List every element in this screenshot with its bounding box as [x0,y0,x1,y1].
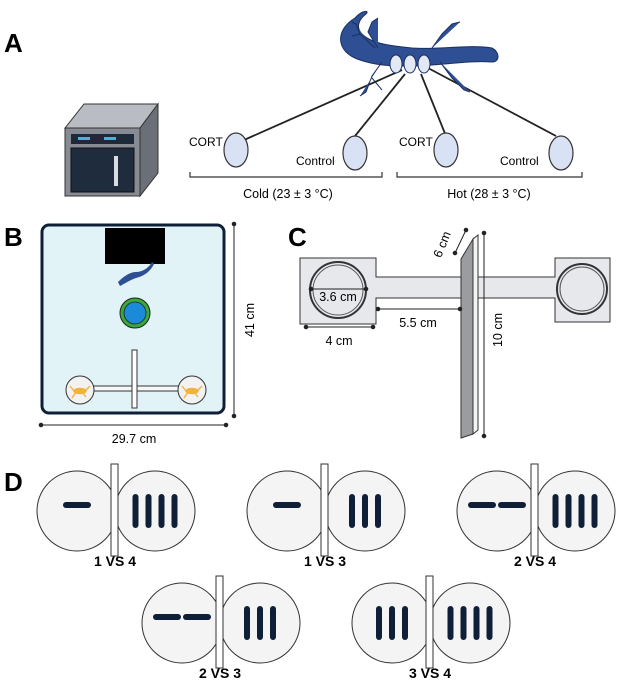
comparison-label: 2 VS 4 [514,553,556,569]
egg-control-hot [548,135,574,171]
divider-wall [320,463,329,557]
arena-height-label: 41 cm [243,303,257,337]
egg-label-control-hot: Control [500,154,539,168]
comparison-4: 2 VS 3 [141,575,301,681]
panel-b-letter: B [4,222,23,252]
connector-lines [243,67,557,141]
egg-cort-hot [433,132,459,168]
dimension-c-side [303,324,376,330]
arena-width-label: 29.7 cm [112,432,156,446]
panel-a-letter: A [4,28,23,58]
comparison-1: 1 VS 4 [36,463,196,569]
egg-label-cort-cold: CORT [189,135,223,149]
group-brackets [189,172,583,178]
arena-right [429,582,511,664]
dimension-b-height [231,221,237,419]
dimension-c-wall-length [481,230,487,439]
egg-control-cold [342,135,368,171]
comparison-2: 1 VS 3 [246,463,406,569]
choice-apparatus-c [299,233,611,439]
comparison-3: 2 VS 4 [456,463,616,569]
dimension-c-gap [375,306,463,312]
panel-d-letter: D [4,467,23,497]
dimension-c-wall-height [452,227,469,256]
gap-length-label: 5.5 cm [399,316,437,330]
comparison-label: 1 VS 4 [94,553,136,569]
arena-left [246,470,328,552]
side-width-label: 4 cm [325,334,352,348]
arena-right [534,470,616,552]
arena-left [36,470,118,552]
dimension-c-diameter [308,286,369,292]
lizard-small-icon [118,262,154,286]
water-dish [119,297,151,329]
comparison-label: 1 VS 3 [304,553,346,569]
comparison-label: 2 VS 3 [199,665,241,681]
arena-left [141,582,223,664]
dimension-b-width [38,422,229,428]
group-label-cold: Cold (23 ± 3 °C) [243,187,333,201]
arena-right [114,470,196,552]
incubator-icon [63,102,159,198]
cricket-icon-right [181,385,203,399]
panel-c-letter: C [288,222,307,252]
lizard-icon [340,10,499,97]
cricket-icon-left [69,385,91,399]
comparison-5: 3 VS 4 [351,575,511,681]
wall-length-label: 10 cm [491,313,505,347]
comparison-label: 3 VS 4 [409,665,451,681]
divider-wall [110,463,119,557]
dish-diameter-label: 3.6 cm [319,290,357,304]
divider-wall [530,463,539,557]
wall-height-label: 6 cm [431,229,454,259]
panel-d-comparisons: 1 VS 4 1 VS 3 2 VS 4 2 VS 3 3 VS 4 [36,463,616,681]
divider-wall [425,575,434,669]
group-label-hot: Hot (28 ± 3 °C) [447,187,530,201]
egg-label-control-cold: Control [296,154,335,168]
egg-label-cort-hot: CORT [399,135,433,149]
arena-left [456,470,538,552]
egg-cort-cold [223,132,249,168]
divider-wall [215,575,224,669]
